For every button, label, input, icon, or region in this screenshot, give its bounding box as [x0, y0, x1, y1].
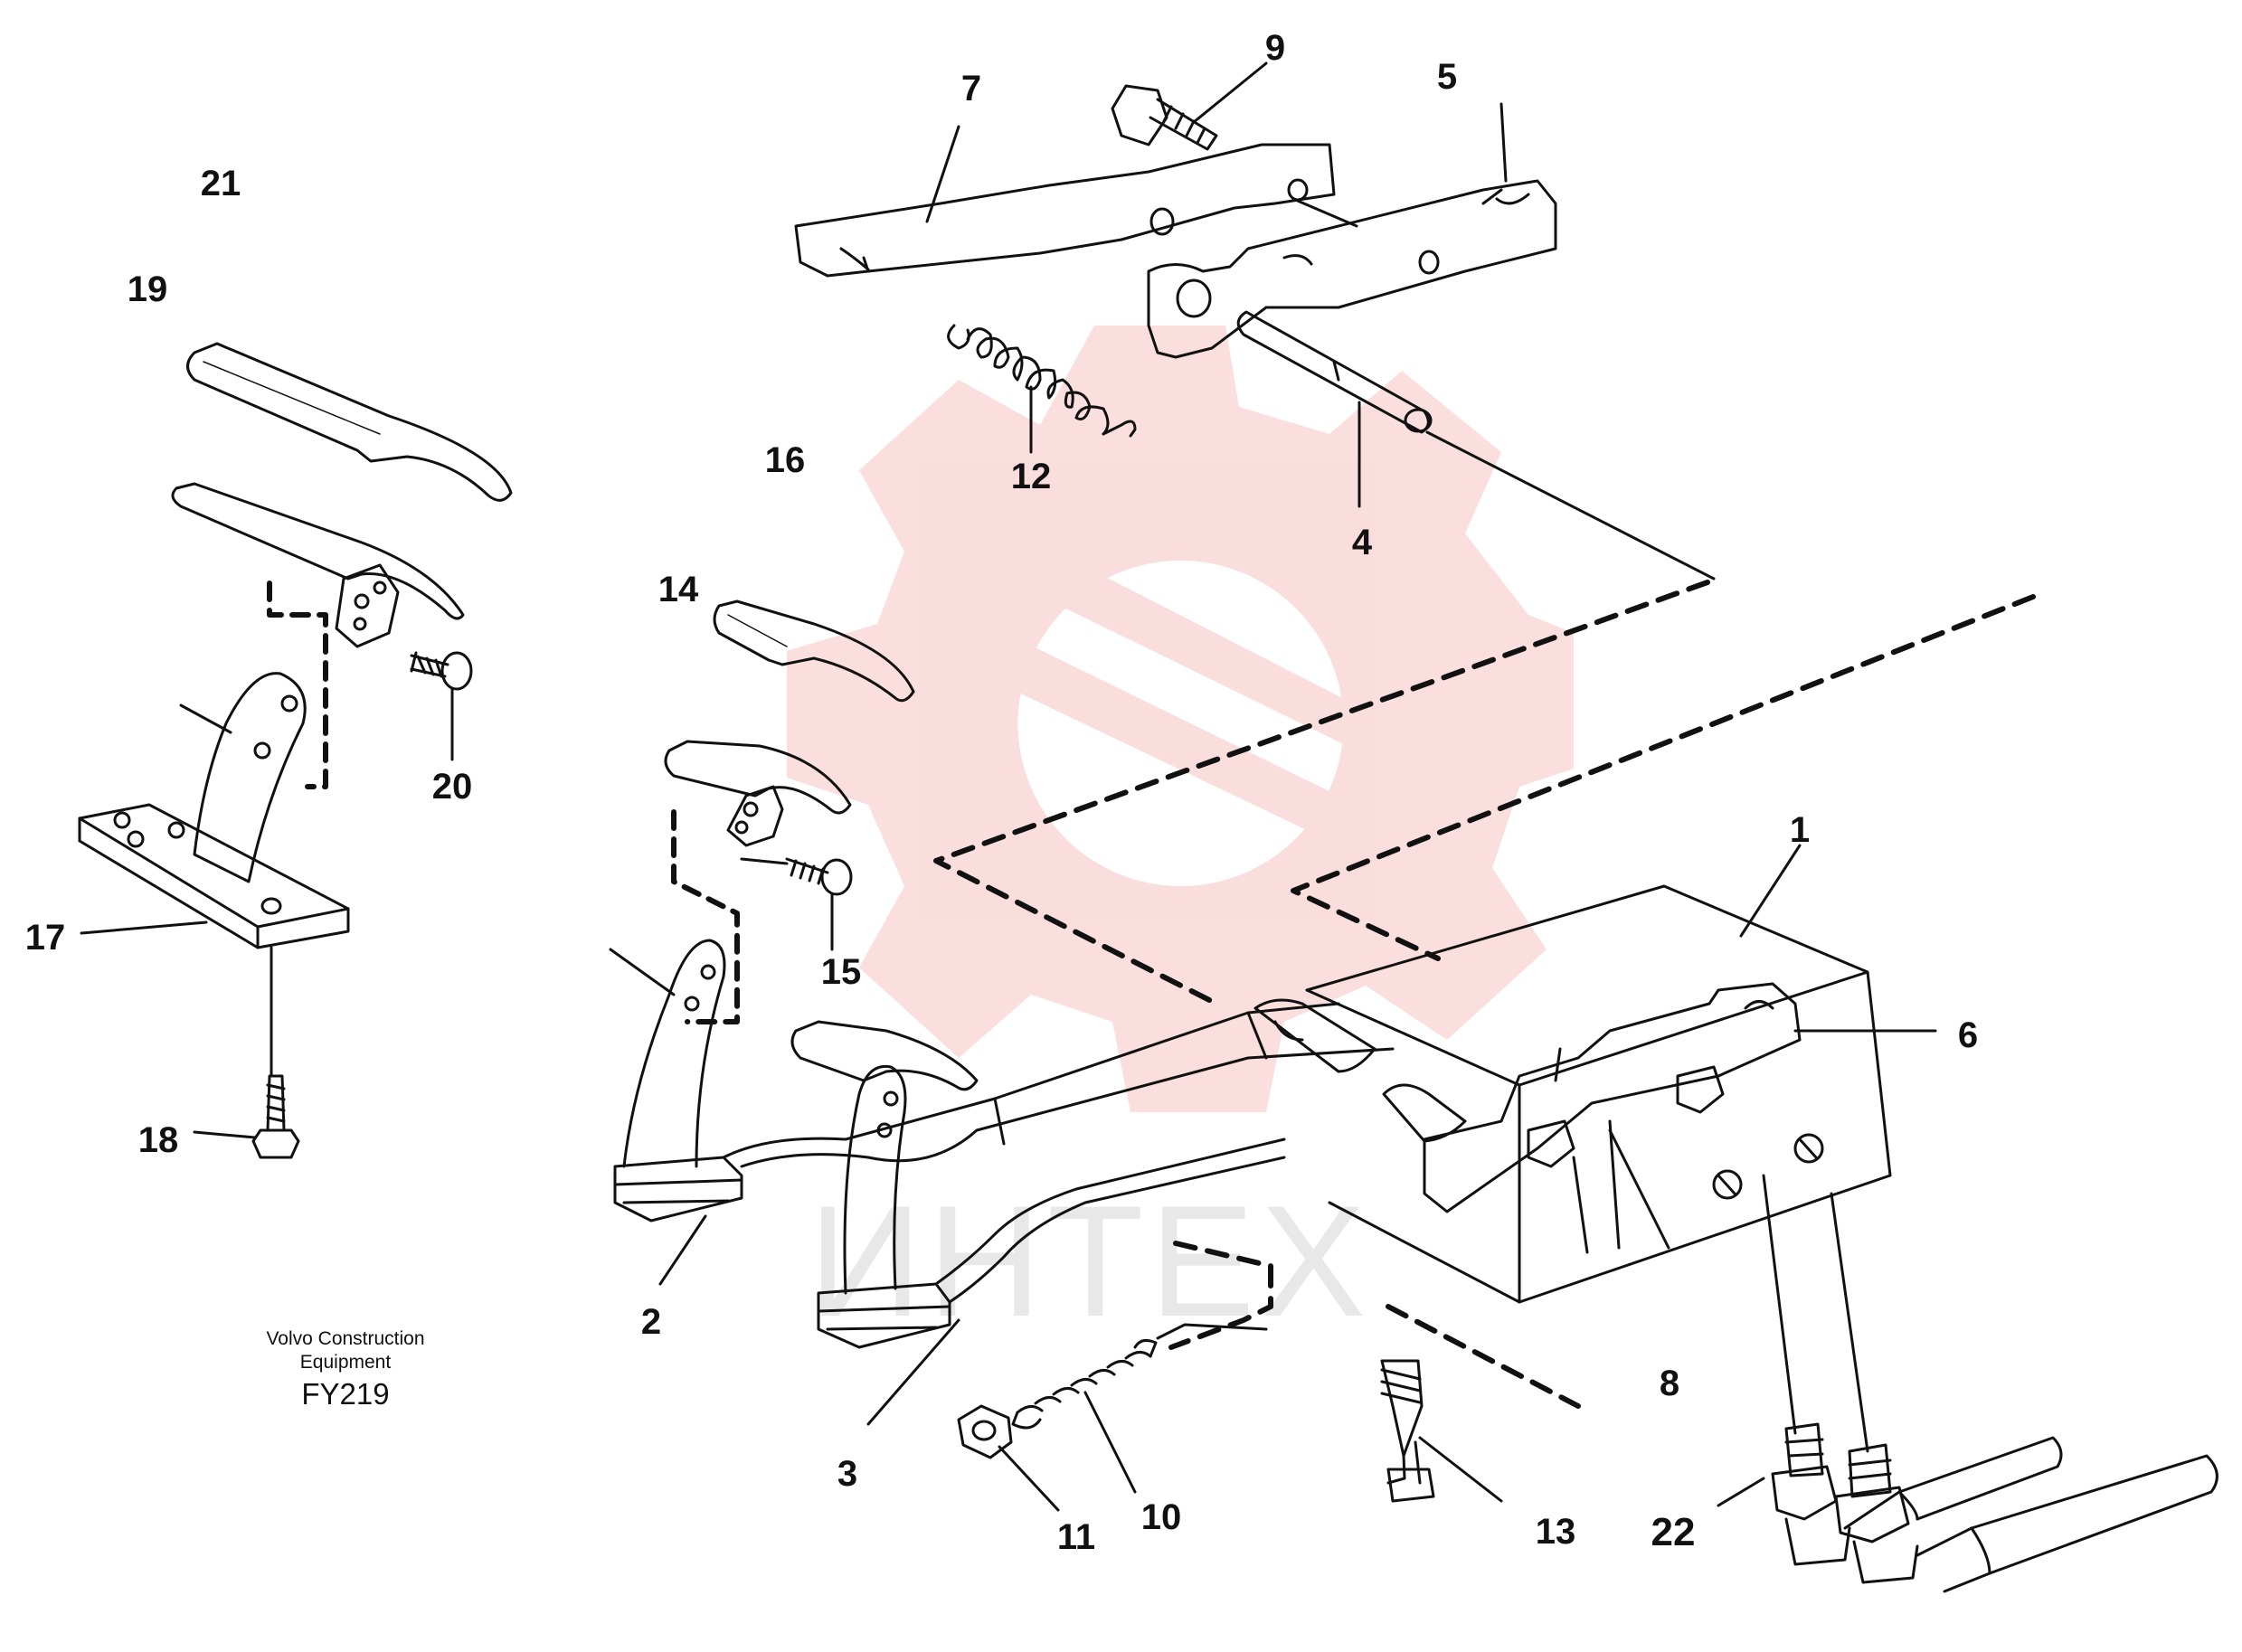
callout-5: 5 [1436, 57, 1458, 97]
bolt-18 [193, 1074, 300, 1159]
pedal-pad-16 [713, 599, 915, 703]
screw-15 [740, 857, 853, 951]
callout-11: 11 [1056, 1517, 1096, 1557]
screw-20 [410, 651, 473, 761]
callout-12: 12 [1010, 457, 1052, 496]
leader-lines [658, 844, 1937, 1426]
callout-16: 16 [764, 440, 806, 480]
callout-17: 17 [24, 918, 66, 958]
drawing-caption: Volvo Construction Equipment FY219 [266, 1327, 424, 1412]
spring-10 [1011, 1323, 1268, 1494]
pin-4 [1236, 310, 1716, 581]
pedal-bracket-14 [664, 740, 852, 847]
link-7 [794, 125, 1358, 278]
watermark-logo [787, 326, 1574, 1112]
watermark-text-group: ИНТЕХ [809, 1174, 1372, 1350]
callout-10: 10 [1140, 1497, 1182, 1537]
pedal-pad-21 [186, 342, 513, 502]
caption-division: Equipment [299, 1352, 392, 1373]
pedal-bracket-19 [171, 482, 465, 648]
watermark-text: ИНТЕХ [809, 1174, 1372, 1350]
valve-block-1 [1305, 884, 1892, 1304]
pedal-2 [609, 939, 743, 1222]
actuator-6 [1423, 982, 1878, 1213]
callout-1: 1 [1789, 810, 1811, 850]
lever-5 [1147, 102, 1557, 359]
caption-drawing-code: FY219 [301, 1377, 390, 1411]
hose-fittings-22 [1717, 1174, 2218, 1593]
callout-4: 4 [1351, 523, 1373, 562]
nut-11 [957, 1404, 1060, 1512]
bolt-9 [1111, 61, 1268, 151]
callout-14: 14 [657, 570, 699, 609]
spring-12 [947, 324, 1137, 454]
callout-9: 9 [1264, 28, 1286, 68]
callout-2: 2 [640, 1302, 662, 1342]
callout-20: 20 [431, 767, 473, 807]
callout-13: 13 [1535, 1512, 1576, 1552]
callout-21: 21 [200, 164, 241, 203]
callout-8: 8 [1659, 1364, 1680, 1403]
dashed-leader-left [267, 581, 740, 1024]
callout-22: 22 [1651, 1510, 1696, 1554]
callout-18: 18 [137, 1120, 179, 1160]
callout-19: 19 [127, 269, 168, 309]
pedal-3 [790, 1020, 979, 1349]
bolts-8 [1527, 1065, 1725, 1254]
callout-3: 3 [837, 1454, 858, 1494]
bolt-13 [1380, 1359, 1503, 1503]
callout-7: 7 [960, 69, 982, 109]
caption-company: Volvo Construction [266, 1328, 425, 1349]
dashed-leader-right [933, 580, 2036, 1409]
pedal-base-17 [78, 672, 350, 1078]
pedal-frame [722, 998, 1467, 1304]
callout-15: 15 [820, 952, 862, 992]
callout-6: 6 [1957, 1015, 1979, 1055]
